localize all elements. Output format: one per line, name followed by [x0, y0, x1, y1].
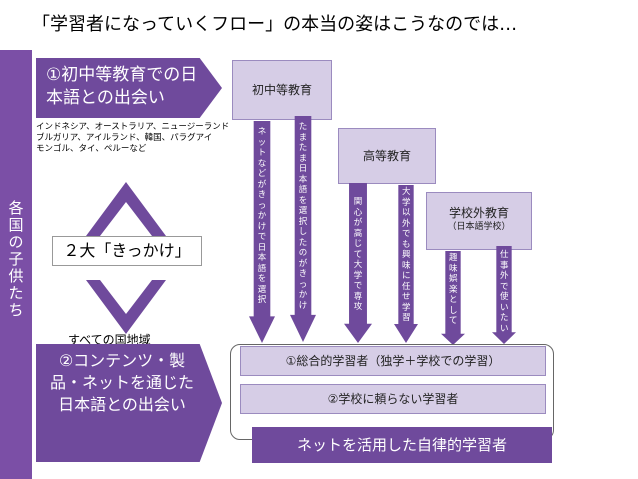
country-list: インドネシア、オーストラリア、ニュージーランド ブルガリア、アイルランド、韓国、… [36, 122, 230, 154]
chevron-down-icon [86, 280, 166, 334]
path-arrow-hobby: 趣味・娯楽として [441, 251, 465, 345]
middle-education-box: 初中等教育 [232, 60, 332, 120]
outside-school-box: 学校外教育 （日本語学校） [426, 192, 532, 250]
path-arrow-university-major: 関心が高じて大学で専攻 [344, 183, 372, 343]
arrow-label: 仕事外で使いたい [500, 250, 509, 334]
arrow-label: 関心が高じて大学で専攻 [353, 197, 363, 312]
comprehensive-learner-bar: ①総合的学習者（独学＋学校での学習） [240, 346, 546, 376]
arrow-label: 大学以外でも興味に任せ学習 [402, 187, 411, 323]
outside-school-sublabel: （日本語学校） [447, 222, 511, 232]
arrow-label: 趣味・娯楽として [449, 253, 467, 326]
arrow-label: ネットなどがきっかけで日本語を選択 [257, 127, 267, 305]
slide-title: 「学習者になっていくフロー」の本当の姿はこうなのでは… [32, 14, 518, 35]
first-encounter-box: ①初中等教育での日本語との出会い [36, 58, 222, 118]
path-arrow-net-choice: ネットなどがきっかけで日本語を選択 [249, 121, 275, 343]
outside-school-label: 学校外教育 [448, 206, 509, 220]
path-arrow-beyond-university: 大学以外でも興味に任せ学習 [394, 185, 418, 343]
path-arrow-work-use: 仕事外で使いたい [492, 246, 516, 344]
arrow-label: たまたま日本語を選択したのがきっかけ [298, 122, 308, 311]
two-triggers-label: ２大「きっかけ」 [52, 236, 202, 266]
autonomous-learner-banner: ネットを活用した自律的学習者 [252, 427, 552, 463]
sidebar-bar [0, 50, 32, 479]
higher-education-box: 高等教育 [338, 128, 436, 184]
sidebar-label: 各国の子供たち [8, 199, 24, 319]
second-encounter-box: ②コンテンツ・製品・ネットを通じた日本語との出会い [36, 344, 222, 462]
chevron-up-icon [86, 182, 166, 236]
all-countries-label: すべての国地域 [68, 333, 151, 347]
path-arrow-chance-choice: たまたま日本語を選択したのがきっかけ [290, 116, 316, 342]
independent-learner-bar: ②学校に頼らない学習者 [240, 384, 546, 414]
